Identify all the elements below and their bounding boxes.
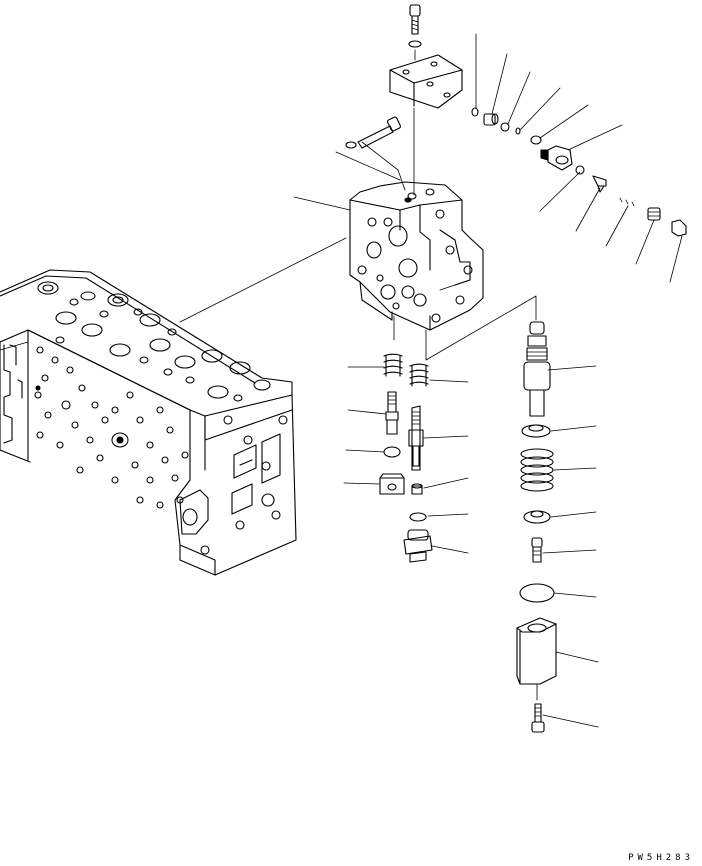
plug-left: [379, 473, 405, 495]
block-top-ports: [37, 281, 271, 402]
o-ring-left: [383, 446, 401, 458]
o-ring-a: [471, 107, 479, 117]
spring-small: [619, 197, 635, 207]
check-valve: [540, 145, 573, 171]
drawing-code: PW5H283: [628, 853, 694, 863]
cap-o-ring: [519, 583, 555, 603]
top-washer: [408, 40, 422, 48]
cap-bolt: [531, 703, 545, 733]
o-ring-d: [530, 135, 542, 145]
plug-f: [647, 207, 661, 221]
ring-c: [515, 127, 521, 135]
ring-b: [500, 122, 510, 132]
spool-left: [385, 391, 399, 435]
cover-plate: [389, 54, 463, 109]
spool-bolt: [531, 537, 543, 563]
top-right-leaders: [475, 33, 683, 283]
spool-right: [408, 405, 424, 471]
side-bolt: [345, 116, 406, 191]
plug-a: [483, 113, 499, 126]
spring-right: [409, 363, 429, 387]
poppet: [592, 175, 607, 193]
section-bottom-guide: [393, 295, 537, 361]
small-plug: [411, 483, 423, 495]
main-spool: [523, 321, 551, 417]
retainer-bottom: [523, 510, 551, 524]
o-ring-e: [575, 165, 585, 175]
left-column-leaders: [343, 366, 469, 554]
block-front-ports: [34, 346, 189, 509]
spool-cap: [516, 617, 557, 701]
top-bolt: [409, 4, 421, 35]
block-to-section-leader: [179, 237, 347, 323]
plug-bottom: [403, 529, 433, 563]
o-ring-small: [409, 512, 427, 522]
retainer-top-inner: [528, 424, 544, 432]
main-valve-block-assembly: [0, 269, 297, 576]
right-column-leaders: [542, 365, 599, 728]
section-label-leader: [293, 196, 351, 211]
valve-section-housing: [349, 181, 484, 331]
spring-left: [383, 353, 403, 377]
main-spring: [520, 448, 554, 492]
side-bolt-leader: [335, 151, 401, 181]
nut-g: [671, 219, 687, 237]
